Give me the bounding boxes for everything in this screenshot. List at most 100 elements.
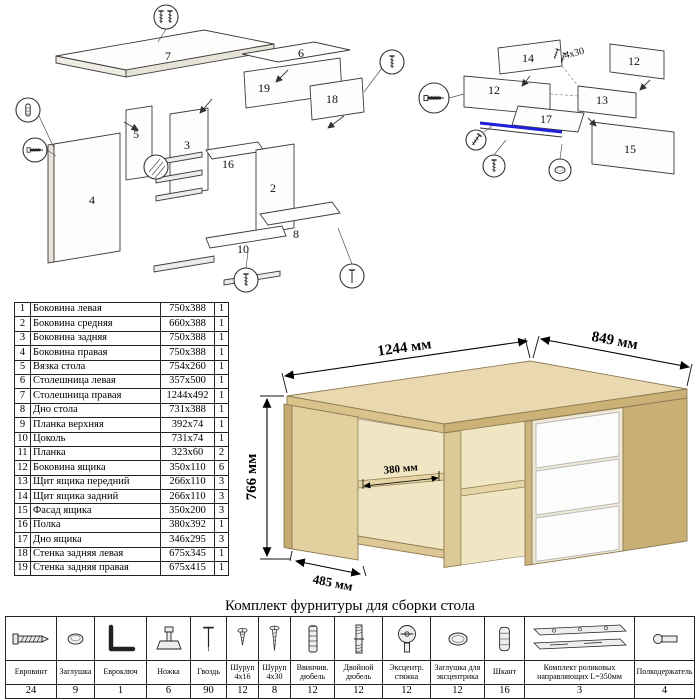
drawer-rail: [155, 187, 203, 202]
hardware-item: Эксцентр. стяжка 12: [382, 617, 430, 698]
part-name: Боковина правая: [30, 345, 161, 361]
hardware-item: Ножка 6: [146, 617, 190, 698]
part-number: 11: [14, 445, 31, 462]
hardware-item: Заглушка для эксцентрика 12: [430, 617, 484, 698]
dim-line-width: [283, 337, 529, 380]
hardware-qty: 1: [117, 685, 124, 696]
part-qty: 2: [214, 445, 229, 462]
part-label-4: 4: [89, 193, 95, 207]
part-qty: 3: [214, 503, 229, 519]
hardware-name: Заглушка для эксцентрика: [431, 661, 484, 685]
callout-dowel: [15, 97, 41, 123]
desk-middle-panel: [443, 429, 462, 569]
part-qty: 1: [214, 345, 229, 361]
screw-size-annotation: 4х30: [563, 46, 585, 62]
screw-4x30-icon: [259, 617, 290, 661]
hardware-item: Двойной дюбель 12: [334, 617, 382, 698]
hardware-item: Гвоздь 90: [190, 617, 226, 698]
drawer-slides-icon: [525, 617, 634, 661]
part-label-2: 2: [270, 181, 276, 195]
part-qty: 1: [214, 517, 229, 534]
dim-left-depth: 485 мм: [312, 571, 355, 593]
part-name: Полка: [30, 517, 161, 534]
callout-screws: [153, 4, 179, 30]
part-name: Щит ящика передний: [30, 474, 161, 491]
part-label-6: 6: [298, 46, 304, 60]
part-qty: 1: [214, 330, 229, 347]
part-size: 754х260: [160, 359, 215, 375]
part-qty: 1: [214, 388, 229, 404]
hardware-name: Евроключ: [95, 661, 146, 685]
panel-plinth: [205, 225, 287, 249]
part-size: 750х388: [160, 345, 215, 361]
drawer-rail: [155, 169, 203, 184]
part-number: 13: [14, 474, 31, 491]
euroscrew-icon: [6, 617, 56, 661]
nail-icon: [191, 617, 226, 661]
part-qty: 1: [214, 417, 229, 433]
screw-4x16-icon: [227, 617, 258, 661]
drawer-rail-highlight: [479, 121, 563, 134]
part-name: Боковина левая: [30, 301, 161, 318]
furniture-foot-icon: [147, 617, 190, 661]
hardware-name: Гвоздь: [191, 661, 226, 685]
cabinet-side: [622, 397, 688, 552]
part-size: 323х60: [160, 445, 215, 462]
drawer-bottom: [511, 105, 585, 133]
part-name: Стенка задняя правая: [30, 561, 161, 577]
part-number: 1: [14, 301, 31, 318]
hardware-item: Шкант 16: [484, 617, 524, 698]
part-number: 17: [14, 532, 31, 548]
part-size: 380х392: [160, 517, 215, 534]
part-label-7: 7: [165, 49, 171, 63]
hardware-qty: 16: [499, 685, 510, 696]
exploded-diagram-main: 7 6 19 18 5 3 16 2 8 10 4: [15, 4, 405, 293]
hardware-item: Комплект роликовых направляющих L=350мм …: [524, 617, 634, 698]
part-qty: 1: [214, 316, 229, 332]
part-name: Фасад ящика: [30, 503, 161, 519]
part-label-10: 10: [237, 242, 249, 256]
part-qty: 3: [214, 532, 229, 548]
hardware-item: Ввинчив. дюбель 12: [290, 617, 334, 698]
drawer-rail: [153, 255, 215, 273]
hardware-name: Ножка: [147, 661, 190, 685]
part-number: 5: [14, 359, 31, 375]
part-name: Боковина средняя: [30, 316, 161, 332]
assembled-desk-illustration: 1244 мм 849 мм 766 мм 380 мм 485 мм: [244, 329, 693, 593]
hardware-item: Заглушка 9: [56, 617, 94, 698]
hardware-qty: 24: [25, 685, 37, 696]
double-dowel-icon: [335, 617, 382, 661]
part-qty: 1: [214, 373, 229, 390]
cap-icon: [57, 617, 94, 661]
hardware-item: Шуруп 4х16 12: [226, 617, 258, 698]
hardware-item: Шуруп 4х30 8: [258, 617, 290, 698]
shelf-support-icon: [635, 617, 694, 661]
part-number: 8: [14, 402, 31, 419]
part-qty: 3: [214, 474, 229, 491]
part-qty: 1: [214, 546, 229, 563]
callout-rail-section: [143, 154, 169, 180]
hardware-qty: 90: [203, 685, 214, 696]
desk-left-panel: [291, 404, 359, 561]
hardware-qty: 4: [661, 685, 668, 696]
dim-shelf: 380 мм: [383, 461, 419, 477]
hardware-item: Евроключ 1: [94, 617, 146, 698]
hardware-name: Двойной дюбель: [335, 661, 382, 685]
part-label-15: 15: [624, 142, 636, 156]
part-size: 660х388: [160, 316, 215, 332]
hardware-name: Эксцентр. стяжка: [383, 661, 430, 685]
drawer-front: [535, 505, 620, 563]
part-size: 346х295: [160, 532, 215, 548]
hardware-kit-title: Комплект фурнитуры для сборки стола: [225, 598, 475, 614]
drawer-front: [535, 458, 620, 516]
part-name: Цоколь: [30, 431, 161, 447]
cam-lock-icon: [383, 617, 430, 661]
